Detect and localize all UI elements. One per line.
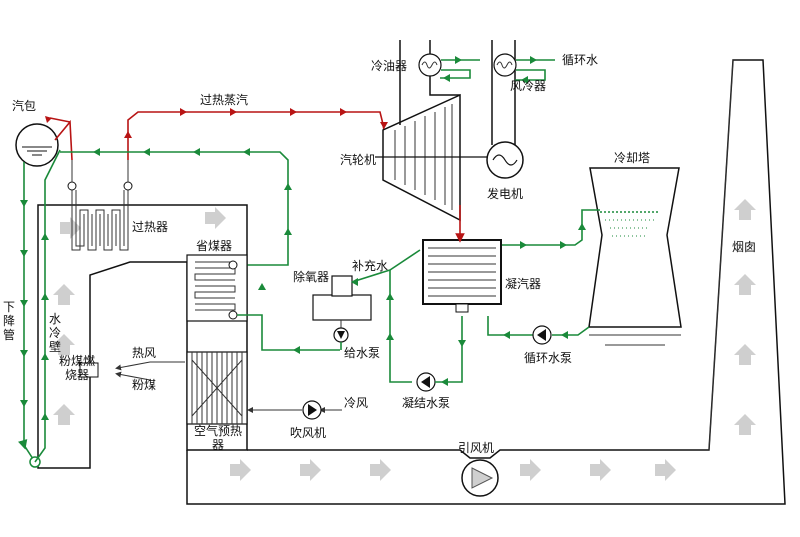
feedwater-top-pipe: [60, 151, 289, 266]
label-generator: 发电机: [487, 186, 523, 201]
label-circulating-water-top: 循环水: [562, 53, 598, 67]
turbine: [375, 93, 488, 222]
label-pulverized-coal: 粉煤: [132, 378, 156, 392]
air-cooler: [493, 53, 517, 77]
feed-pump: [333, 327, 349, 343]
forced-fan: [302, 400, 322, 420]
oil-cooler: [418, 53, 442, 77]
label-cooling-tower: 冷却塔: [614, 151, 650, 165]
condenser: [422, 239, 502, 313]
label-superheater: 过热器: [132, 220, 168, 234]
condensate-pump: [416, 372, 436, 392]
label-air-cooler: 风冷器: [510, 79, 546, 93]
label-drum: 汽包: [12, 98, 36, 113]
air-preheater: [186, 351, 248, 425]
label-feed-pump: 给水泵: [344, 346, 380, 360]
label-circulating-pump: 循环水泵: [524, 351, 572, 365]
water-wall-pipe: [34, 149, 61, 463]
label-deaerator: 除氧器: [293, 269, 329, 284]
drum: [15, 123, 59, 167]
superheater-coil: [71, 190, 129, 251]
induced-fan: [461, 459, 499, 497]
chimney-inner: [708, 59, 734, 451]
label-turbine: 汽轮机: [340, 152, 376, 167]
economizer: [186, 254, 248, 322]
label-cold-air: 冷风: [344, 396, 368, 410]
label-makeup-water: 补充水: [352, 258, 388, 273]
cooling-tower: [588, 167, 682, 346]
label-superheated-steam: 过热蒸汽: [200, 92, 248, 107]
label-chimney: 烟囱: [732, 240, 756, 254]
label-condenser: 凝汽器: [505, 276, 541, 291]
label-condensate-pump: 凝结水泵: [402, 395, 450, 410]
label-water-wall: 水冷壁: [49, 312, 62, 354]
label-economizer: 省煤器: [196, 239, 232, 253]
downcomer-pipe: [18, 162, 36, 463]
label-downcomer: 下降管: [3, 300, 16, 342]
label-forced-fan: 吹风机: [290, 426, 326, 440]
deaerator: [312, 275, 372, 321]
label-oil-cooler: 冷油器: [371, 59, 407, 73]
label-air-preheater: 空气预热器: [194, 424, 243, 452]
label-hot-air: 热风: [132, 346, 156, 360]
label-burner: 粉煤燃烧器: [58, 354, 95, 382]
label-induced-fan: 引风机: [458, 441, 494, 455]
generator: [486, 141, 524, 179]
circulating-pump: [532, 325, 552, 345]
